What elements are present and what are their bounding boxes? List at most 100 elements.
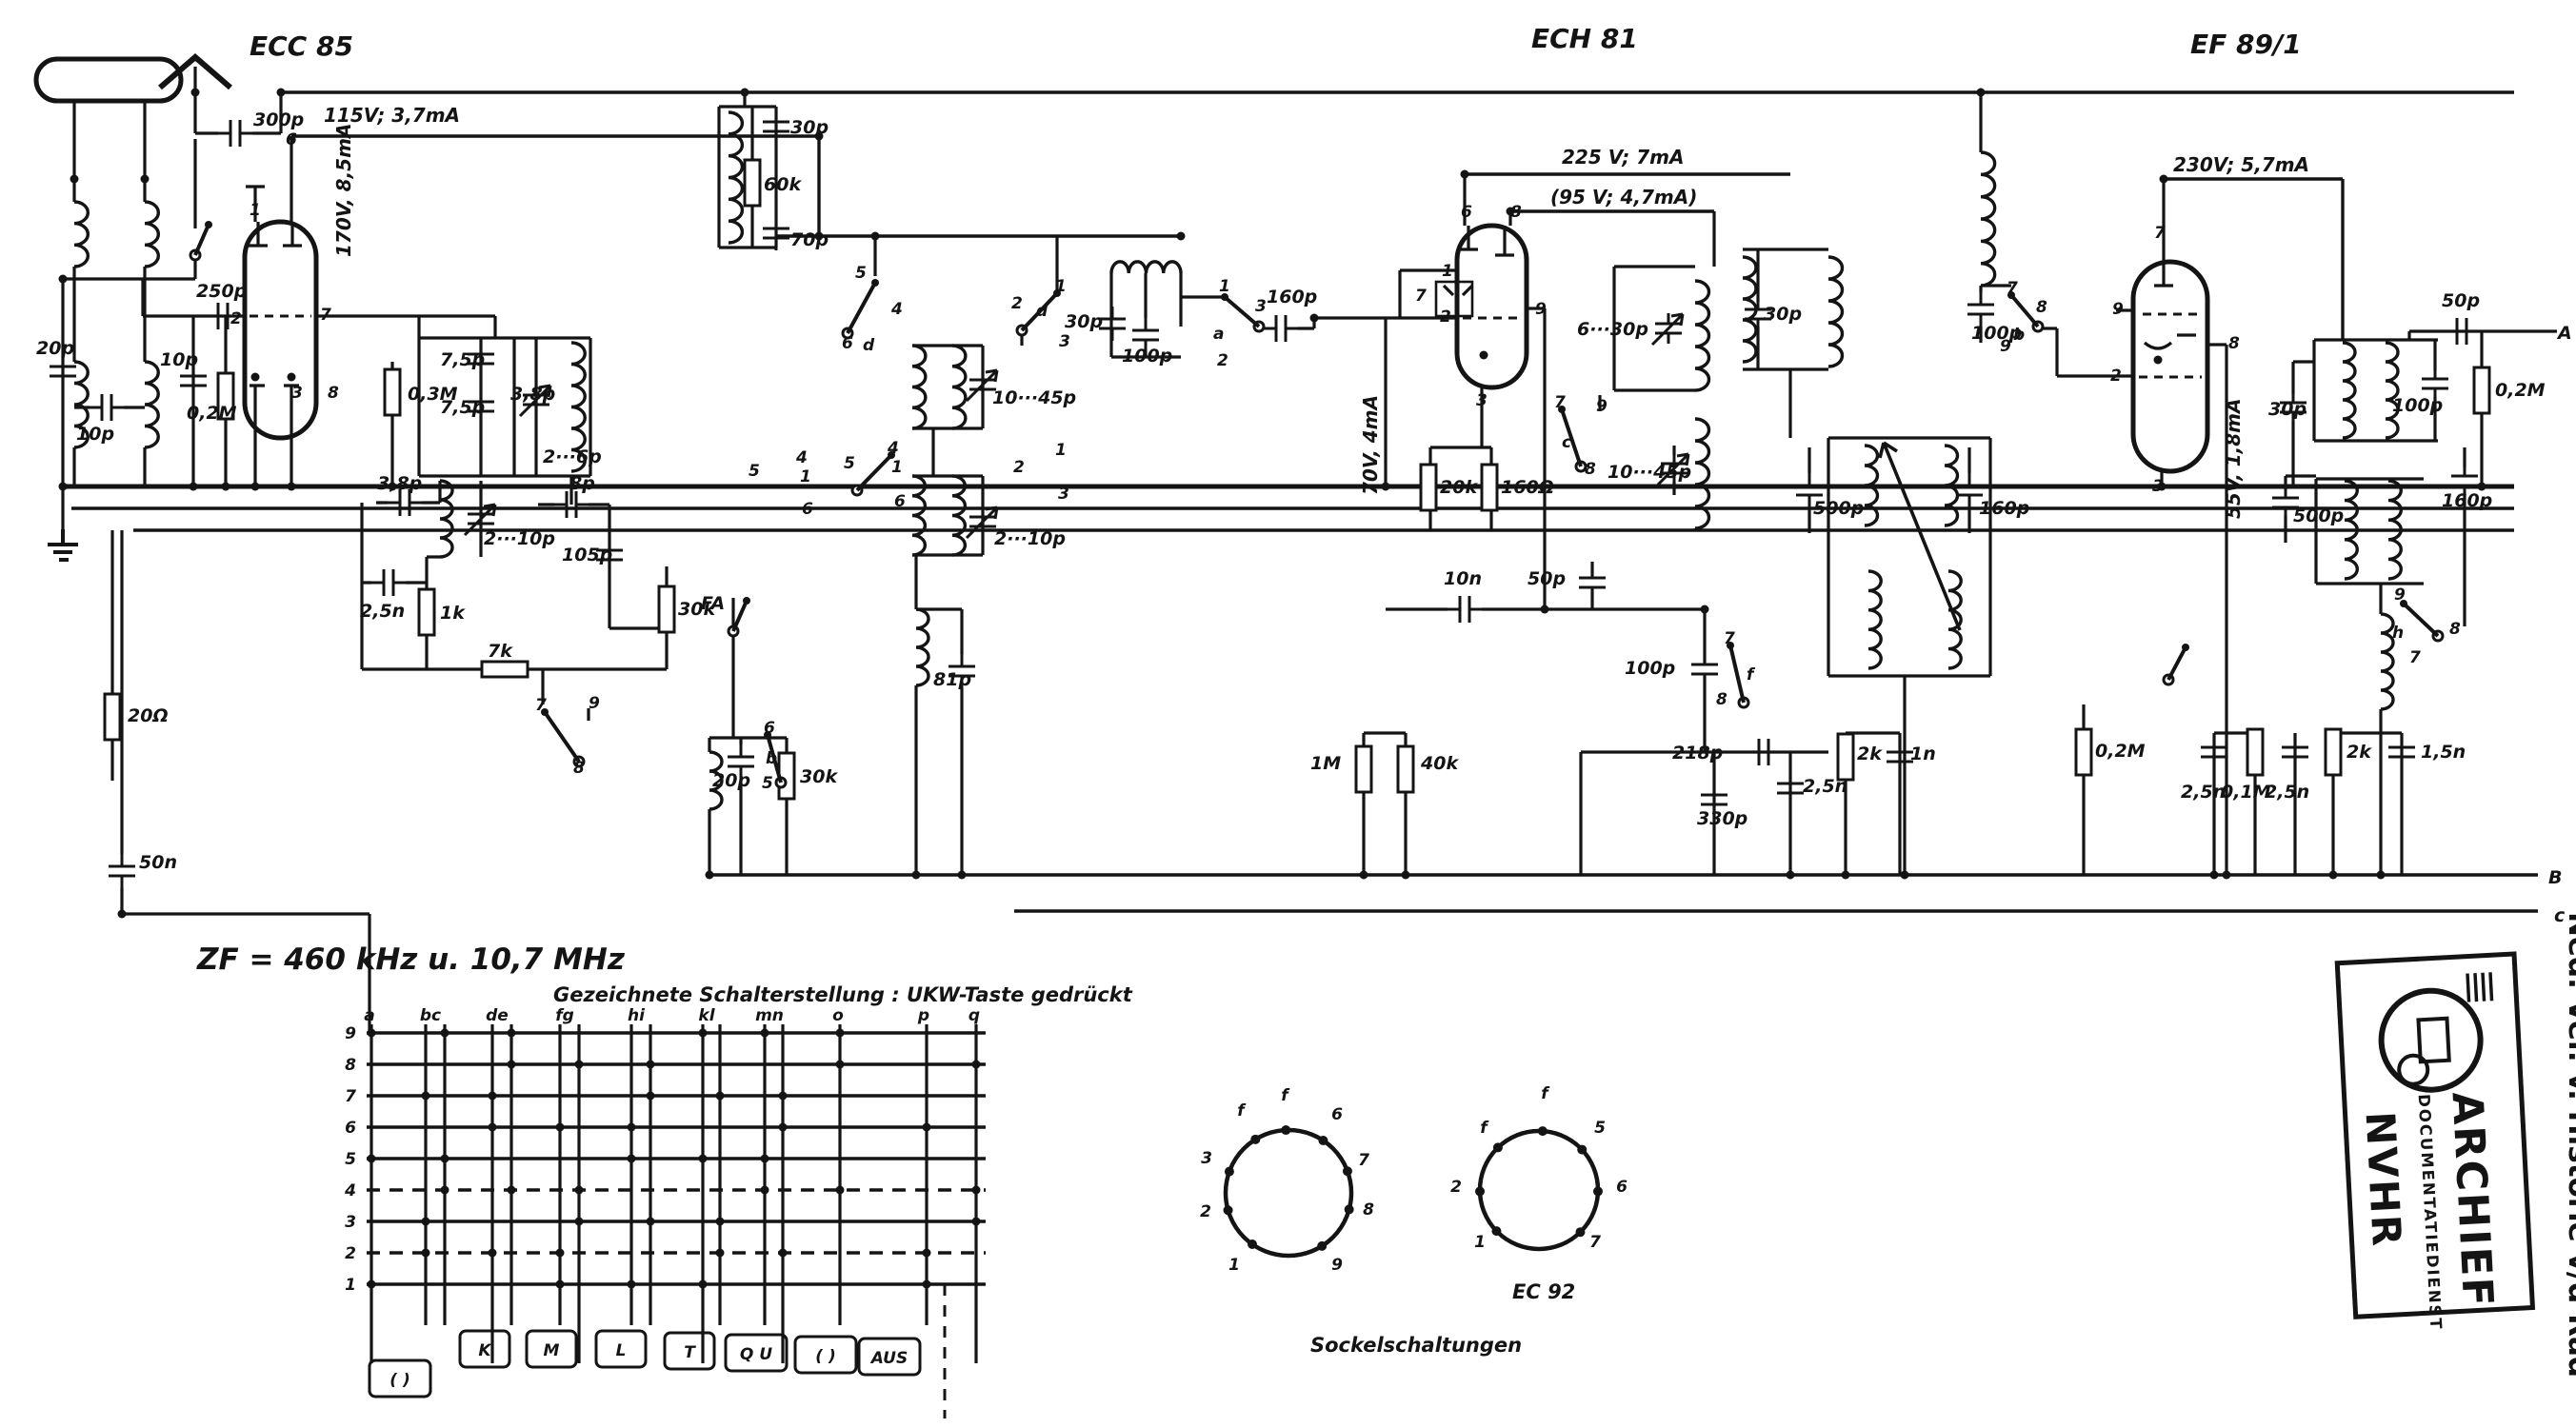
- matrix-dot: [698, 1028, 708, 1038]
- component-label: 218p: [1672, 743, 1723, 764]
- component-label: 100p: [1122, 346, 1172, 367]
- matrix-dot: [646, 1091, 655, 1101]
- switch-contact-label: 7: [1724, 629, 1735, 648]
- pushbutton-box: [525, 1329, 578, 1369]
- matrix-dot: [440, 1154, 449, 1163]
- switch-contact-label: 3: [1058, 485, 1069, 504]
- glyph: [1701, 783, 1727, 817]
- component-label: 2···6p: [543, 446, 602, 467]
- glyph: [1448, 596, 1482, 623]
- matrix-col-label: p: [917, 1006, 929, 1025]
- matrix-dot: [488, 1248, 497, 1258]
- junction-dot: [1786, 870, 1795, 880]
- matrix-dot: [440, 1028, 449, 1038]
- ech81-electrodes: [1442, 226, 1514, 297]
- component-label: 300p: [253, 109, 304, 130]
- matrix-dot: [627, 1122, 636, 1132]
- glyph: [763, 109, 789, 144]
- switch-blade: [766, 734, 783, 783]
- ef89-grids: [2139, 312, 2202, 379]
- pushbutton-box: [663, 1331, 716, 1371]
- junction-dot: [117, 909, 127, 919]
- pin-label-ecc85: 2: [230, 309, 242, 328]
- coil: [1827, 255, 1845, 368]
- stamp-logo-circle: [2378, 987, 2484, 1093]
- switch-blade: [543, 710, 581, 764]
- bandswitch-wires: [873, 236, 1457, 875]
- matrix-dot: [367, 1279, 376, 1289]
- coil: [144, 360, 160, 449]
- socket-pin-dot: [1344, 1204, 1354, 1215]
- component-label: 7k: [488, 641, 513, 662]
- junction-dot: [911, 870, 921, 880]
- switch-contact: [2007, 291, 2015, 299]
- coil: [1864, 444, 1880, 527]
- junction-dot: [814, 231, 824, 241]
- switch-contact-label: a: [1213, 325, 1224, 344]
- component-label: 100p: [1971, 323, 2022, 344]
- glyph: [50, 354, 76, 388]
- resistor: [1419, 463, 1438, 512]
- socket-pin-dot: [1537, 1126, 1548, 1137]
- margin-archive-text: Ned. Ver. v. Historie v/d Rad: [2562, 912, 2576, 1378]
- component-label: 2,5n: [1803, 776, 1847, 797]
- switch-contact-label: c: [1562, 433, 1571, 452]
- matrix-col-label: de: [486, 1006, 509, 1025]
- glyph: [763, 216, 789, 250]
- switch-contact-label: 6: [842, 334, 853, 353]
- glyph: [1656, 452, 1690, 486]
- socket-pin-label: 6: [1331, 1105, 1343, 1124]
- switch-contact-label: 3: [1255, 297, 1267, 316]
- glyph: [1796, 473, 1823, 507]
- glyph: [1650, 312, 1685, 347]
- matrix-dot: [835, 1060, 845, 1069]
- glyph: [1579, 565, 1606, 600]
- zf-caption: ZF = 460 kHz u. 10,7 MHz: [196, 942, 626, 977]
- tube-ech81: [1454, 223, 1529, 390]
- pin-label-ecc85: 6: [286, 130, 297, 149]
- pin-label-ecc85: 3: [291, 384, 303, 403]
- stamp-line3: NVHR: [2357, 1110, 2410, 1249]
- matrix-dot: [715, 1248, 725, 1258]
- matrix-dot: [507, 1028, 516, 1038]
- junction-dot: [2157, 482, 2167, 491]
- stamp-logo-speaker: [2397, 1053, 2430, 1086]
- switch-contact: [1053, 289, 1061, 297]
- pushbutton-label: L: [616, 1341, 627, 1360]
- component-label: 2k: [1857, 744, 1883, 764]
- socket-pin-dot: [1318, 1135, 1328, 1145]
- pin-label-ech81: 8: [1510, 203, 1522, 222]
- socket-pin-dot: [1492, 1142, 1503, 1153]
- glyph: [1132, 318, 1159, 352]
- voltage-label: 225 V; 7mA: [1562, 146, 1685, 169]
- ef89-electrodes: [2143, 262, 2196, 350]
- glyph: [1691, 652, 1718, 686]
- junction-dot: [705, 870, 714, 880]
- component-label: 10p: [76, 424, 114, 445]
- junction-dot: [70, 174, 79, 184]
- matrix-dot: [421, 1217, 430, 1226]
- switch-contact: [1727, 642, 1734, 649]
- pushbutton-box: [368, 1359, 432, 1398]
- matrix-col-label: q: [968, 1006, 980, 1025]
- junction-dot: [870, 231, 880, 241]
- pushbutton-label: AUS: [869, 1349, 908, 1368]
- pin-label-ech81: 3: [1476, 391, 1488, 410]
- junction-dot: [58, 482, 68, 491]
- ecc85-electrodes: [249, 222, 302, 413]
- pin-label-ef89: 7: [2154, 224, 2166, 243]
- glyph: [388, 489, 422, 516]
- matrix-row-label: 3: [345, 1213, 356, 1232]
- socket-pin-label: 7: [1358, 1151, 1369, 1170]
- matrix-col-label: bc: [420, 1006, 441, 1025]
- pushbutton-label: ( ): [389, 1371, 409, 1390]
- glyph: [1099, 307, 1126, 341]
- component-label: 1,5n: [2421, 742, 2466, 763]
- component-label: 7,5p: [440, 349, 485, 370]
- coil: [2387, 479, 2403, 581]
- matrix-dot: [367, 1028, 376, 1038]
- junction-dot: [1506, 207, 1515, 216]
- ech81-wires: [1362, 174, 1992, 875]
